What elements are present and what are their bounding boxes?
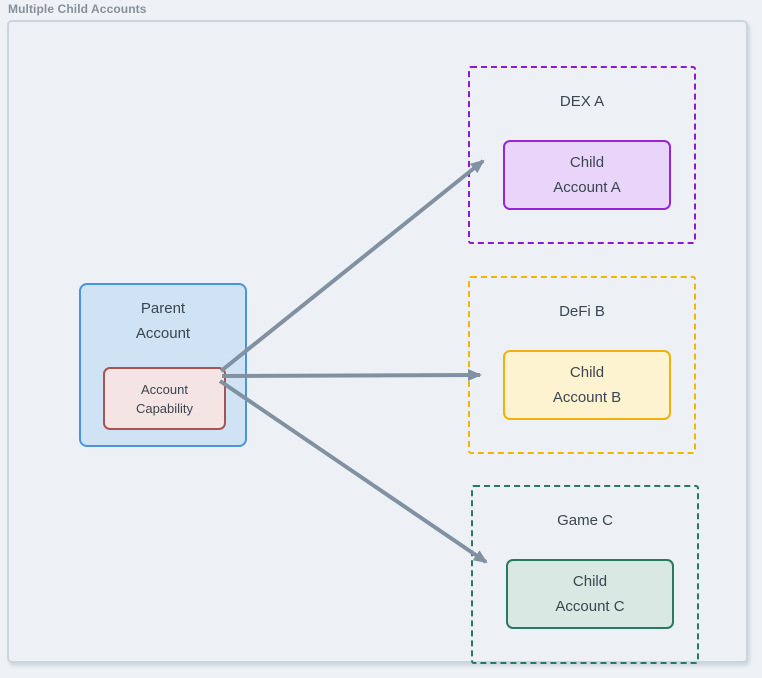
group-game-c: Game C Child Account C — [471, 485, 699, 664]
group-defi-b: DeFi B Child Account B — [468, 276, 696, 454]
diagram-panel: Parent Account Account Capability DEX A … — [7, 20, 748, 664]
child-account-a-label: Child Account A — [553, 154, 621, 196]
child-account-b-node: Child Account B — [503, 350, 671, 420]
account-capability-label: Account Capability — [135, 381, 194, 416]
page-title: Multiple Child Accounts — [8, 2, 147, 16]
account-capability-node: Account Capability — [103, 367, 226, 430]
group-dex-a: DEX A Child Account A — [468, 66, 696, 244]
child-account-b-label: Child Account B — [552, 364, 622, 406]
child-account-c-label: Child Account C — [555, 573, 625, 615]
group-defi-b-label: DeFi B — [559, 303, 605, 320]
child-account-a-node: Child Account A — [503, 140, 671, 210]
group-game-c-label: Game C — [557, 512, 613, 529]
parent-account-node: Parent Account Account Capability — [79, 283, 247, 447]
child-account-c-node: Child Account C — [506, 559, 674, 629]
parent-account-label: Parent Account — [135, 300, 191, 342]
group-dex-a-label: DEX A — [559, 93, 605, 110]
